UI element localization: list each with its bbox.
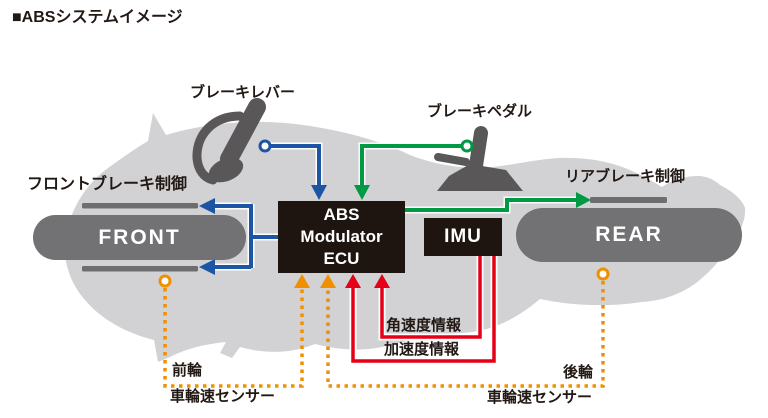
rear-wheel-node-label: REAR [595,223,663,246]
front-brake-control-label: フロントブレーキ制御 [27,176,188,193]
front-wheel-label: 前輪 [172,362,203,379]
brake-lever-label: ブレーキレバー [190,84,296,101]
brake-pedal-icon [434,126,523,191]
front-wheel-node: FRONT [33,215,246,260]
front-wheel-sensor-line [158,274,310,388]
imu-label: IMU [444,226,482,247]
rear-brake-control-label: リアブレーキ制御 [565,168,686,185]
angular-velocity-info-label: 角速度情報 [386,317,462,334]
rear-brake-line [590,197,667,203]
front-wheel-node-label: FRONT [98,225,181,249]
abs-ecu-line2: Modulator [300,227,383,246]
front-brake-line-upper [82,203,198,209]
imu-acceleration-line [345,256,498,365]
front-wheel-sensor-node [158,274,172,288]
rear-wheel-sensor-line [320,267,610,388]
ecu-to-front-brake-line [199,198,278,275]
pedal-to-ecu-line [354,139,474,200]
abs-ecu-line1: ABS [323,205,360,224]
ecu-to-rear-brake-line [405,192,591,214]
rear-wheel-node: REAR [516,208,742,262]
rear-wheel-sensor-node [596,267,610,281]
imu-angular-velocity-line [374,256,484,341]
rear-wheel-speed-sensor-label: 車輪速センサー [487,389,593,406]
lever-tap-node [258,139,272,153]
front-wheel-speed-sensor-label: 車輪速センサー [170,388,276,405]
front-brake-line-lower [82,266,198,272]
page-title: ■ABSシステムイメージ [12,9,183,26]
brake-lever-icon [192,98,266,185]
rear-wheel-label: 後輪 [563,364,594,381]
abs-modulator-ecu-box: ABS Modulator ECU [278,201,405,273]
lever-to-ecu-line [258,139,327,200]
acceleration-info-label: 加速度情報 [384,341,460,358]
abs-ecu-line3: ECU [323,249,360,268]
pedal-tap-node [460,139,474,153]
brake-pedal-label: ブレーキペダル [427,103,533,120]
imu-box: IMU [424,218,502,256]
